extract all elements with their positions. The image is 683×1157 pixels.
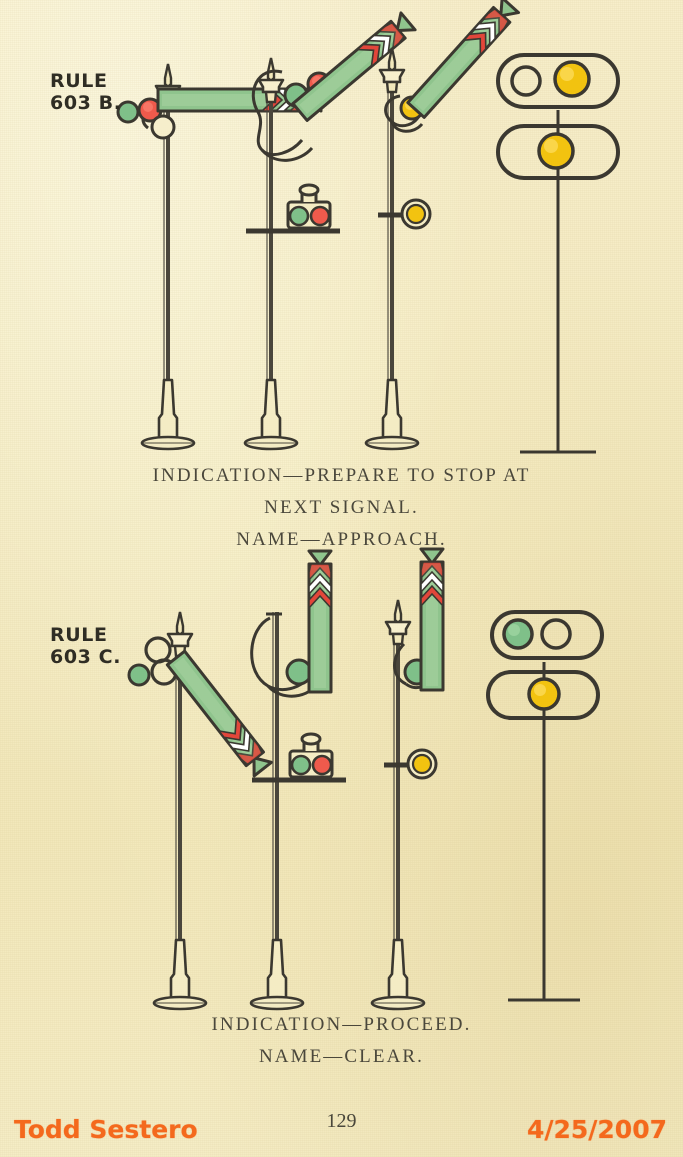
section-603c-color-light-signal [486, 610, 604, 1002]
footer-author: Todd Sestero [14, 1115, 198, 1144]
section-603b-signal-2 [243, 11, 417, 451]
lamp-bracket [252, 732, 346, 783]
name-text-603b: NAME—APPROACH. [236, 529, 447, 550]
indication-text-603b-line2: NEXT SIGNAL. [264, 497, 419, 518]
rule-label-603c: RULE 603 C. [50, 624, 122, 668]
section-603b-signal-3 [364, 0, 521, 451]
lamp-single [384, 748, 438, 780]
section-603c-signal-3 [370, 547, 445, 1011]
footer-date: 4/25/2007 [526, 1115, 667, 1144]
section-603c-signal-2 [249, 549, 346, 1011]
indication-text-603c: INDICATION—PROCEED. [211, 1014, 472, 1035]
section-603b-color-light-signal [496, 53, 620, 454]
section-603c-signal-1 [127, 610, 273, 1011]
page-number: 129 [326, 1110, 357, 1132]
rule-label-603b: RULE 603 B. [50, 70, 122, 114]
name-text-603c: NAME—CLEAR. [258, 1046, 425, 1067]
indication-text-603b-line1: INDICATION—PREPARE TO STOP AT [152, 465, 531, 486]
section-603b-signal-1 [116, 62, 323, 451]
lamp-single [378, 198, 432, 230]
lamp-bracket [246, 183, 340, 234]
